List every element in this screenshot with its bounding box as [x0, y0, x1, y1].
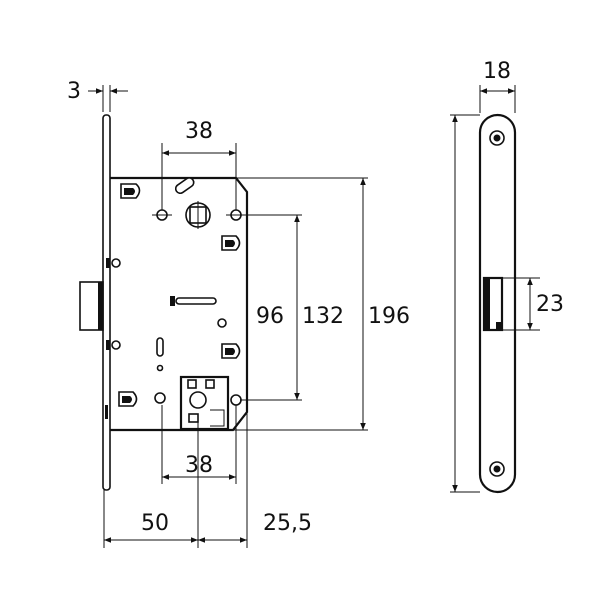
dim-body-extension: 25,5: [263, 511, 312, 536]
small-hole: [217, 318, 227, 328]
spindle-hub: [185, 201, 211, 229]
front-view: 3 38 38 96 132 196 50 25,5: [67, 79, 410, 548]
dim-cylinder-spacing: 38: [185, 453, 213, 478]
pin: [111, 258, 121, 268]
faceplate: [102, 114, 111, 491]
bathroom-turn-square: [179, 375, 230, 431]
fixing-slot: [221, 343, 241, 359]
screw-hole: [154, 392, 166, 404]
side-view: 18 23: [450, 59, 564, 494]
screw-hole: [230, 394, 242, 406]
dim-faceplate-thickness: 3: [67, 79, 81, 104]
dim-196: 196: [368, 304, 410, 329]
dim-96: 96: [256, 304, 284, 329]
middle-slot: [175, 297, 217, 305]
dim-spindle-spacing: 38: [185, 119, 213, 144]
dim-latch-height: 23: [536, 292, 564, 317]
dim-backset: 50: [141, 511, 169, 536]
oval-slot: [174, 177, 195, 195]
pin: [111, 340, 121, 350]
dim-faceplate-width: 18: [483, 59, 511, 84]
faceplate-side: [478, 113, 517, 494]
fixing-slot: [118, 391, 138, 407]
vertical-slot: [156, 337, 164, 357]
fixing-slot: [120, 183, 141, 199]
dim-132: 132: [302, 304, 344, 329]
latch-opening: [482, 276, 504, 332]
fixing-slot: [221, 235, 241, 251]
